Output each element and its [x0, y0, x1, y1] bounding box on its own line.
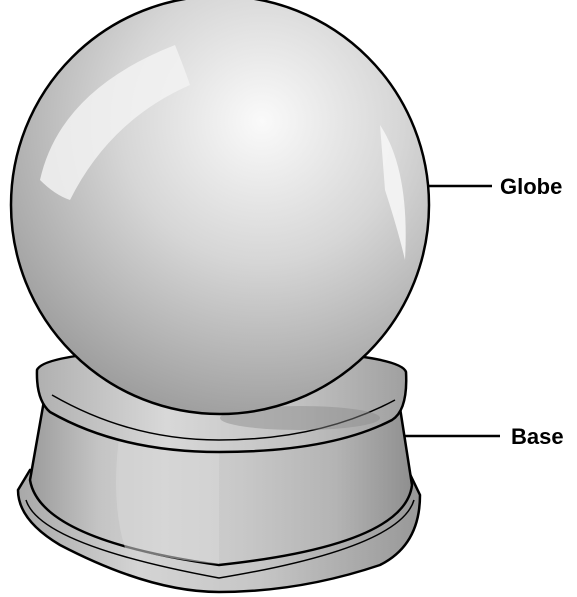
globe-label: Globe [500, 174, 562, 199]
globe-callout: Globe [428, 174, 562, 199]
base-label: Base [511, 424, 564, 449]
globe [11, 0, 429, 414]
globe-sphere [11, 0, 429, 414]
base-callout: Base [404, 424, 564, 449]
